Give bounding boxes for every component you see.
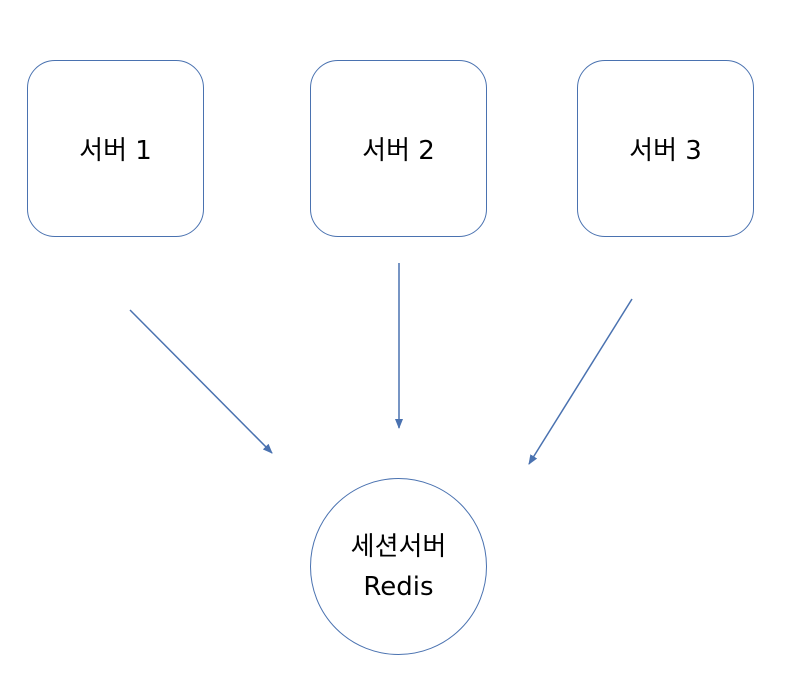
server-2-label: 서버 2 (362, 136, 435, 166)
server-1-node: 서버 1 (27, 60, 204, 237)
session-server-node: 세션서버 Redis (310, 478, 487, 655)
session-server-subtitle: Redis (363, 571, 434, 602)
server-3-node: 서버 3 (577, 60, 754, 237)
edge-server-3-to-session (528, 298, 633, 465)
server-3-label: 서버 3 (629, 136, 702, 166)
edge-server-1-to-session (129, 309, 273, 454)
server-2-node: 서버 2 (310, 60, 487, 237)
session-server-title: 세션서버 (350, 531, 447, 562)
server-1-label: 서버 1 (79, 136, 152, 166)
